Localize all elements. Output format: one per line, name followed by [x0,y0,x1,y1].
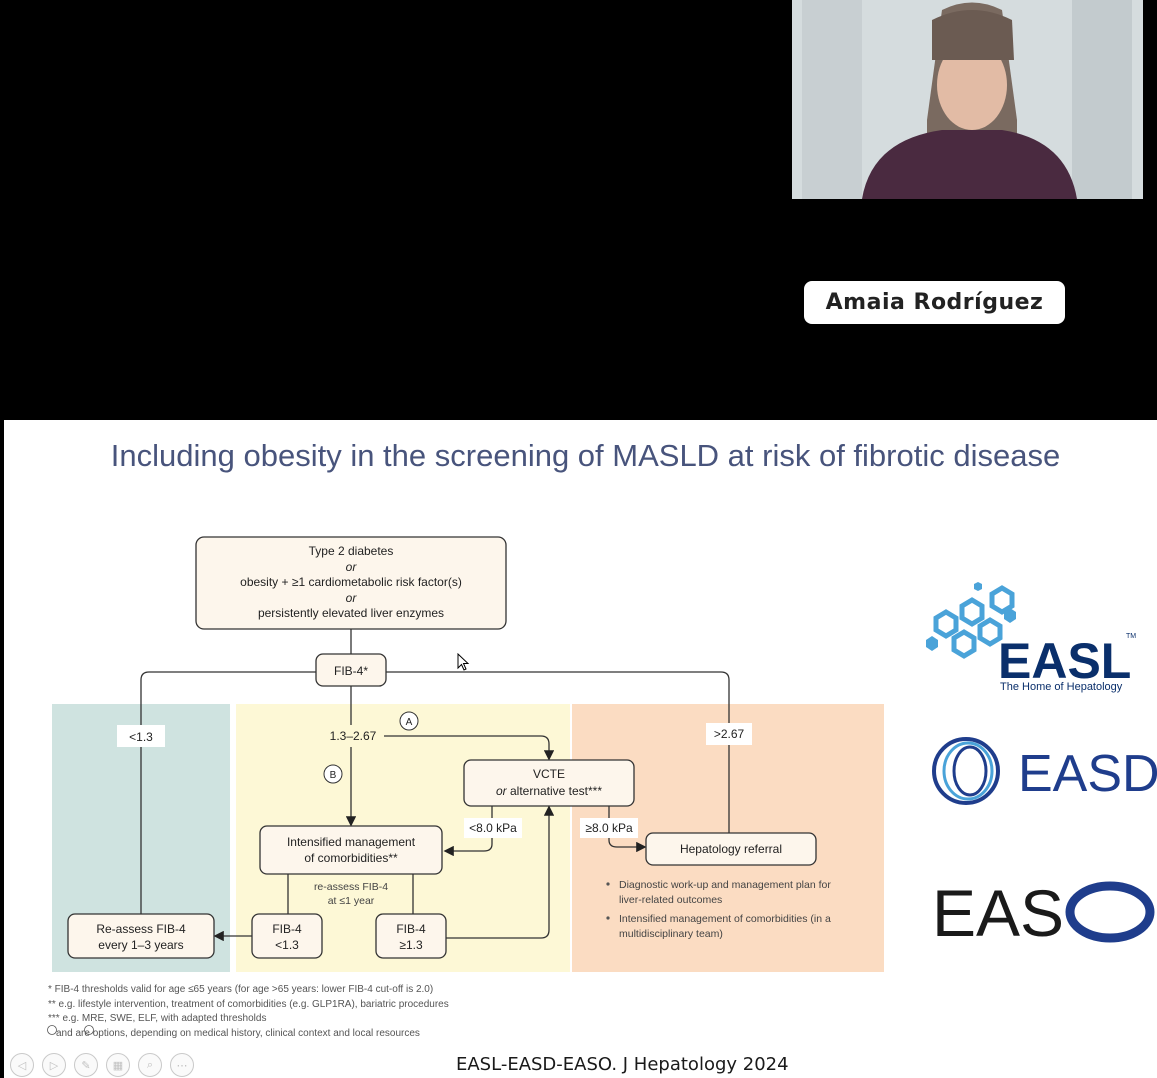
easd-logo: EASD [932,737,1157,805]
easl-tagline: The Home of Hepatology [1000,681,1123,693]
participant-name-tag: Amaia Rodríguez [804,281,1065,324]
top-line-4: or [346,591,358,605]
footnotes: * FIB-4 thresholds valid for age ≤65 yea… [48,983,449,1041]
zoom-icon[interactable]: ⌕ [138,1053,162,1077]
bullet-1-line-2: liver-related outcomes [619,894,722,906]
vcte-or: or [496,784,508,798]
easl-logo: EASL TM The Home of Hepatology [926,582,1136,693]
footnote-2: ** e.g. lifestyle intervention, treatmen… [48,998,449,1010]
reassess-line-1: Re-assess FIB-4 [96,922,186,936]
bullet-2-line-1: Intensified management of comorbidities … [619,913,831,925]
speaker-video-frame [792,0,1143,199]
top-line-3: obesity + ≥1 cardiometabolic risk factor… [240,575,462,589]
hepatology-referral-box [645,832,817,866]
slide-title: Including obesity in the screening of MA… [110,438,1061,473]
participant-name: Amaia Rodríguez [825,290,1044,315]
top-line-5: persistently elevated liver enzymes [258,606,444,620]
top-line-2: or [346,560,358,574]
reassess-note-line-2: at ≤1 year [328,895,375,907]
vcte-title: VCTE [533,767,565,781]
low-threshold-label: <1.3 [129,730,153,744]
easl-wordmark: EASL [998,633,1131,689]
fib4-high-line-1: FIB-4 [396,922,426,936]
reassess-line-2: every 1–3 years [98,938,183,952]
option-a-label: A [406,717,413,728]
pen-icon[interactable]: ✎ [74,1053,98,1077]
bullet-2-line-2: multidisciplinary team) [619,928,723,940]
slideshow-toolbar: ◁ ▷ ✎ ▦ ⌕ ⋯ [10,1053,194,1077]
option-b-marker [323,764,343,784]
reassess-box [67,913,215,959]
more-icon[interactable]: ⋯ [170,1053,194,1077]
fib4-high-box [375,913,447,959]
intensified-line-1: Intensified management [287,835,416,849]
hepatology-referral-label: Hepatology referral [680,842,782,856]
easd-wordmark: EASD [1018,745,1157,803]
easl-tm: TM [1126,633,1136,640]
fib4-low-line-2: <1.3 [275,938,299,952]
speaker-video [792,0,1143,199]
footnote-4: and are options, depending on medical hi… [56,1027,420,1039]
fib4-low-line-1: FIB-4 [272,922,302,936]
option-a-marker [399,711,419,731]
fib4-label: FIB-4* [334,664,368,678]
ge8-label: ≥8.0 kPa [585,821,633,835]
lt8-label: <8.0 kPa [469,821,517,835]
slides-icon[interactable]: ▦ [106,1053,130,1077]
intensified-line-2: of comorbidities** [304,851,398,865]
vcte-alt: alternative test*** [507,784,603,798]
prev-icon[interactable]: ◁ [10,1053,34,1077]
intensified-management-box [259,825,443,875]
option-b-label: B [330,770,337,781]
next-icon[interactable]: ▷ [42,1053,66,1077]
mid-threshold-label: 1.3–2.67 [330,729,377,743]
high-threshold-label: >2.67 [714,727,745,741]
bullet-1-line-1: Diagnostic work-up and management plan f… [619,879,831,891]
fib4-high-line-2: ≥1.3 [399,938,423,952]
easo-wordmark: EAS [932,880,1064,944]
presentation-slide: Including obesity in the screening of MA… [4,420,1157,1078]
mouse-cursor-icon [457,653,470,671]
flowchart: Type 2 diabetes or obesity + ≥1 cardiome… [47,536,884,1035]
top-line-1: Type 2 diabetes [309,544,394,558]
reassess-note-line-1: re-assess FIB-4 [314,881,388,893]
slide-citation: EASL-EASD-EASO. J Hepatology 2024 [456,1054,789,1075]
svg-text:or alternative test***: or alternative test*** [496,784,602,798]
footnote-1: * FIB-4 thresholds valid for age ≤65 yea… [48,984,434,995]
easo-logo: EAS [932,880,1155,944]
footnote-3: *** e.g. MRE, SWE, ELF, with adapted thr… [48,1013,267,1024]
